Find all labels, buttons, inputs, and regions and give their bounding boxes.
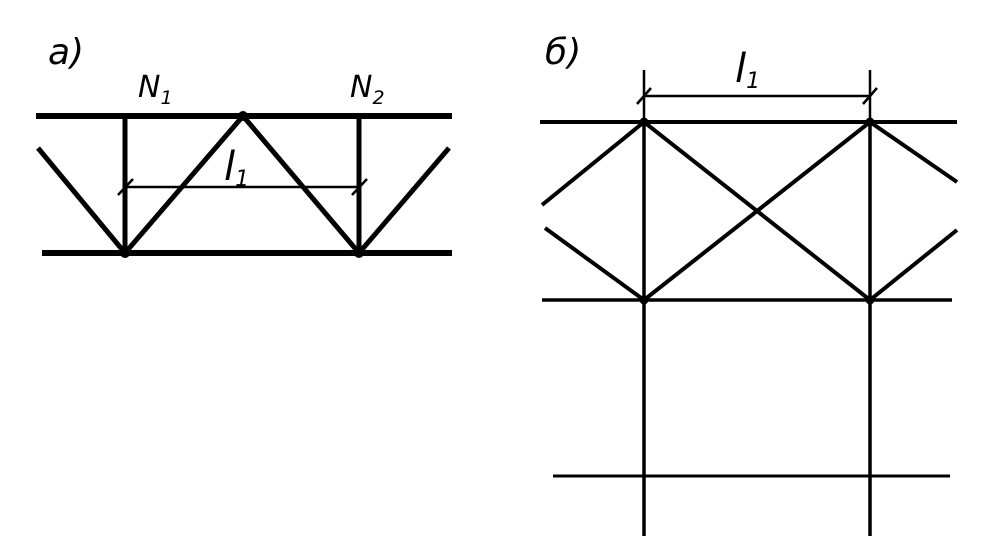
panel-b-diagonal-right-lower (868, 228, 959, 302)
panel-b-diagonal-left-upper (540, 120, 646, 207)
panel-b-cross-brace (642, 120, 872, 302)
panel-a-diagonal-left-outer (36, 146, 127, 255)
node-n2-label: N2 (350, 70, 385, 109)
panel-a-dimension-letter: l (224, 144, 235, 190)
panel-b-dimension-letter: l (735, 46, 746, 92)
panel-b: б) l1 (540, 32, 959, 536)
panel-b-joint (639, 295, 649, 305)
panel-b-label: б) (545, 32, 581, 73)
node-n1-label: N1 (138, 70, 173, 109)
panel-b-dimension-subscript: 1 (746, 69, 760, 94)
panel-b-diagonal-right-upper (868, 120, 959, 184)
node-n2-letter: N (350, 70, 372, 105)
panel-b-dimension-tick (636, 87, 652, 105)
panel-a-joint (354, 248, 364, 258)
panel-a-diagonal-right-outer (357, 146, 451, 255)
panel-a: а) N1 N2 l1 (36, 32, 452, 258)
panel-a-dimension-tick (117, 178, 134, 196)
panel-a-diagonal-left-inner (123, 114, 245, 255)
node-n1-subscript: 1 (160, 87, 172, 109)
panel-a-label: а) (48, 32, 84, 73)
panel-a-dimension-subscript: 1 (235, 167, 249, 192)
panel-a-dimension-label: l1 (224, 144, 249, 192)
panel-b-joint (639, 117, 649, 127)
panel-b-diagonal-left-lower (543, 226, 646, 302)
panel-a-diagonal-right-inner (241, 114, 361, 255)
panel-b-joint (865, 295, 875, 305)
panel-b-dimension-tick (862, 87, 878, 105)
node-n2-subscript: 2 (372, 87, 384, 109)
panel-b-joint (865, 117, 875, 127)
node-n1-letter: N (138, 70, 160, 105)
panel-a-dimension-tick (351, 178, 368, 196)
panel-a-joint (120, 248, 130, 258)
panel-a-joint (238, 111, 248, 121)
panel-b-dimension-label: l1 (735, 46, 760, 94)
